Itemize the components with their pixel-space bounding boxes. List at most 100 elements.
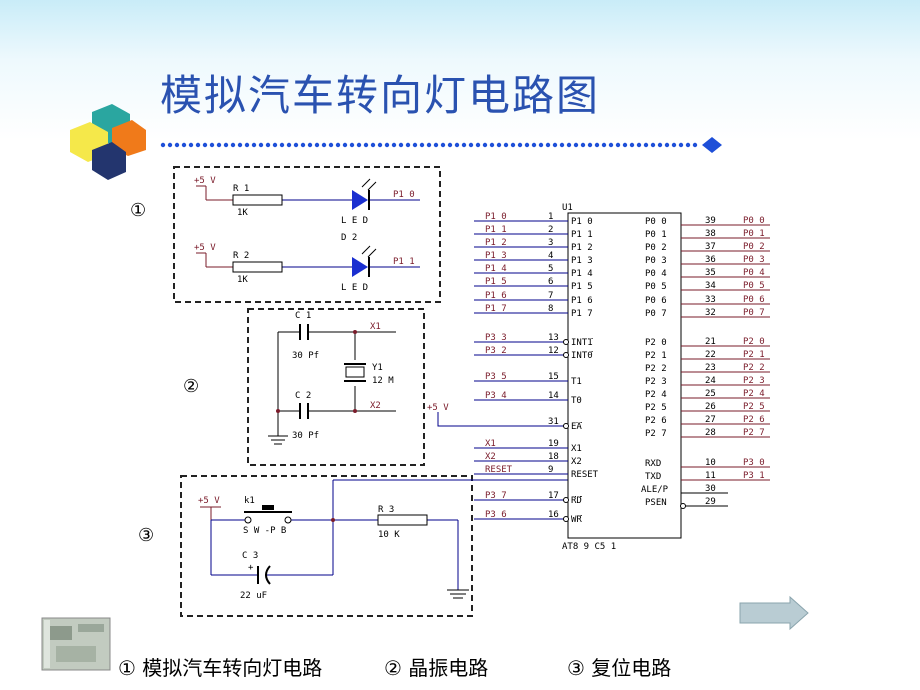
pin-bubble <box>680 503 686 509</box>
rule-dot <box>489 142 495 148</box>
right-pin-number: 23 <box>705 363 716 373</box>
r1-value: 1K <box>237 208 248 218</box>
rule-dot <box>335 142 341 148</box>
caption-reset: ③ 复位电路 <box>567 656 672 680</box>
pin-bubble <box>563 423 569 429</box>
r2-name: R 2 <box>233 251 249 261</box>
right-pin-number: 33 <box>705 295 716 305</box>
right-pin-net: P2 1 <box>743 350 765 360</box>
k1-name: k1 <box>244 496 255 506</box>
c2-name: C 2 <box>295 391 311 401</box>
left-pin-net: P3 4 <box>485 391 507 401</box>
right-pin-net: P2 2 <box>743 363 765 373</box>
rule-dot <box>678 142 684 148</box>
left-pin-net: P3 6 <box>485 510 507 520</box>
rule-dot <box>202 142 208 148</box>
right-pin-name: P2 0 <box>645 338 667 348</box>
rule-dot <box>398 142 404 148</box>
left-pin-net: P1 7 <box>485 304 507 314</box>
r3-value: 10 K <box>378 530 400 540</box>
reset-ground <box>447 589 469 599</box>
left-pin-net: P1 2 <box>485 238 507 248</box>
right-pin-net: P2 4 <box>743 389 765 399</box>
left-pin-name: P1 6 <box>571 296 593 306</box>
diamond-end-icon <box>702 137 722 153</box>
right-pin-name: P2 4 <box>645 390 667 400</box>
ea-wire <box>437 412 563 427</box>
page-title: 模拟汽车转向灯电路图 <box>160 71 601 120</box>
left-pin-net: P1 6 <box>485 291 507 301</box>
rule-dot <box>328 142 334 148</box>
resistor-r1 <box>232 194 283 206</box>
rule-dot <box>608 142 614 148</box>
title-dotted-rule <box>160 142 698 148</box>
left-pin-net: RESET <box>485 465 513 475</box>
rule-dot <box>510 142 516 148</box>
left-pin-number: 5 <box>548 264 553 274</box>
right-pin-net: P0 0 <box>743 216 765 226</box>
marker-3: ③ <box>138 525 154 546</box>
rule-dot <box>237 142 243 148</box>
right-pin-net: P3 1 <box>743 471 765 481</box>
left-pin-number: 13 <box>548 333 559 343</box>
right-pin-name: P0 6 <box>645 296 667 306</box>
rule-dot <box>195 142 201 148</box>
rule-dot <box>293 142 299 148</box>
crystal-wires <box>268 331 396 445</box>
left-pin-number: 2 <box>548 225 553 235</box>
left-pin-net: X1 <box>485 439 496 449</box>
left-pin-number: 4 <box>548 251 553 261</box>
mcu-body <box>567 212 682 539</box>
net-x1-label: X1 <box>370 322 381 332</box>
left-pin-name: X1 <box>571 444 582 454</box>
right-pin-name: P0 5 <box>645 282 667 292</box>
rule-dot <box>524 142 530 148</box>
caption-turn-signal: ① 模拟汽车转向灯电路 <box>118 656 323 680</box>
pin-bubble <box>563 352 569 358</box>
rule-dot <box>272 142 278 148</box>
left-pin-name: EA <box>571 422 582 432</box>
rule-dot <box>405 142 411 148</box>
rule-dot <box>349 142 355 148</box>
net-p10-label: P1 0 <box>393 190 415 200</box>
r3-name: R 3 <box>378 505 394 515</box>
vcc-label-2: +5 V <box>194 243 216 253</box>
rule-dot <box>657 142 663 148</box>
left-pin-name: T1 <box>571 377 582 387</box>
right-pin-net: P0 1 <box>743 229 765 239</box>
right-pin-number: 10 <box>705 458 716 468</box>
left-pin-number: 17 <box>548 491 559 501</box>
rule-dot <box>517 142 523 148</box>
right-pin-name: PSEN <box>645 498 667 508</box>
right-pin-number: 22 <box>705 350 716 360</box>
c3-value: 22 uF <box>240 591 267 601</box>
right-pin-number: 38 <box>705 229 716 239</box>
rule-dot <box>454 142 460 148</box>
color-squares-logo-icon <box>70 104 146 180</box>
rule-dot <box>629 142 635 148</box>
rule-dot <box>552 142 558 148</box>
left-pin-number: 1 <box>548 212 553 222</box>
right-pin-name: TXD <box>645 472 661 482</box>
right-pin-number: 36 <box>705 255 716 265</box>
left-pin-name: P1 2 <box>571 243 593 253</box>
right-pin-name: P0 2 <box>645 243 667 253</box>
right-pin-net: P0 5 <box>743 281 765 291</box>
rule-dot <box>573 142 579 148</box>
rule-dot <box>342 142 348 148</box>
rule-dot <box>363 142 369 148</box>
left-pin-net: X2 <box>485 452 496 462</box>
right-pin-name: P2 2 <box>645 364 667 374</box>
left-pin-name: T0 <box>571 396 582 406</box>
next-arrow-icon[interactable] <box>739 595 809 631</box>
rule-dot <box>223 142 229 148</box>
right-pin-number: 28 <box>705 428 716 438</box>
right-pin-number: 35 <box>705 268 716 278</box>
led-circuit-box <box>173 166 441 303</box>
rule-dot <box>650 142 656 148</box>
rule-dot <box>496 142 502 148</box>
rule-dot <box>265 142 271 148</box>
left-pin-name: P1 1 <box>571 230 593 240</box>
